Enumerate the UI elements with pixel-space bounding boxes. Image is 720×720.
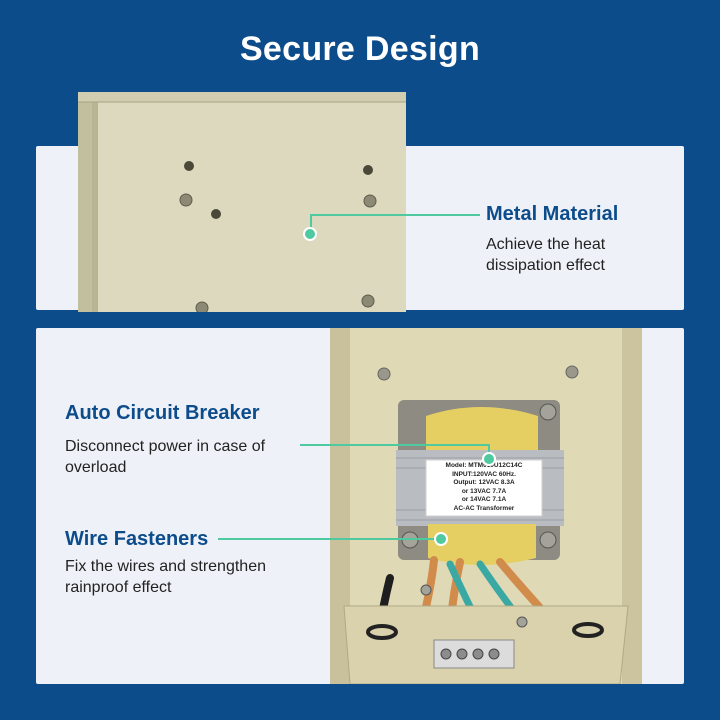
label-output-2: or 13VAC 7.7A (461, 487, 507, 495)
breaker-pointer-dot (482, 452, 496, 466)
wire-fasteners-heading: Wire Fasteners (65, 528, 209, 550)
transformer-label: Model: MTM010U12C14C INPUT:120VAC 60Hz. … (428, 462, 540, 513)
wire-pointer-dot (434, 532, 448, 546)
label-model: Model: MTM010U12C14C (445, 462, 523, 469)
label-output-3: or 14VAC 7.1A (461, 496, 507, 503)
label-input: INPUT:120VAC 60Hz. (452, 470, 516, 478)
metal-material-desc: Achieve the heat dissipation effect (486, 236, 606, 274)
circuit-breaker-desc: Disconnect power in case of overload (65, 438, 266, 476)
wire-pointer-line (218, 538, 440, 540)
metal-pointer-dot (303, 227, 317, 241)
page-title: Secure Design (239, 30, 481, 68)
wire-fasteners-desc: Fix the wires and strengthen rainproof e… (65, 558, 266, 596)
breaker-pointer-line (300, 444, 490, 446)
enclosure-exterior-image (78, 92, 406, 312)
metal-pointer-line (310, 214, 480, 216)
enclosure-interior-image (330, 328, 642, 684)
circuit-breaker-heading: Auto Circuit Breaker (65, 402, 260, 424)
metal-material-heading: Metal Material (486, 203, 619, 225)
label-output: Output: 12VAC 8.3A (453, 479, 515, 486)
label-type: AC-AC Transformer (453, 504, 515, 512)
metal-pointer-line-vertical (310, 214, 312, 234)
breaker-pointer-line-vertical (488, 444, 490, 458)
